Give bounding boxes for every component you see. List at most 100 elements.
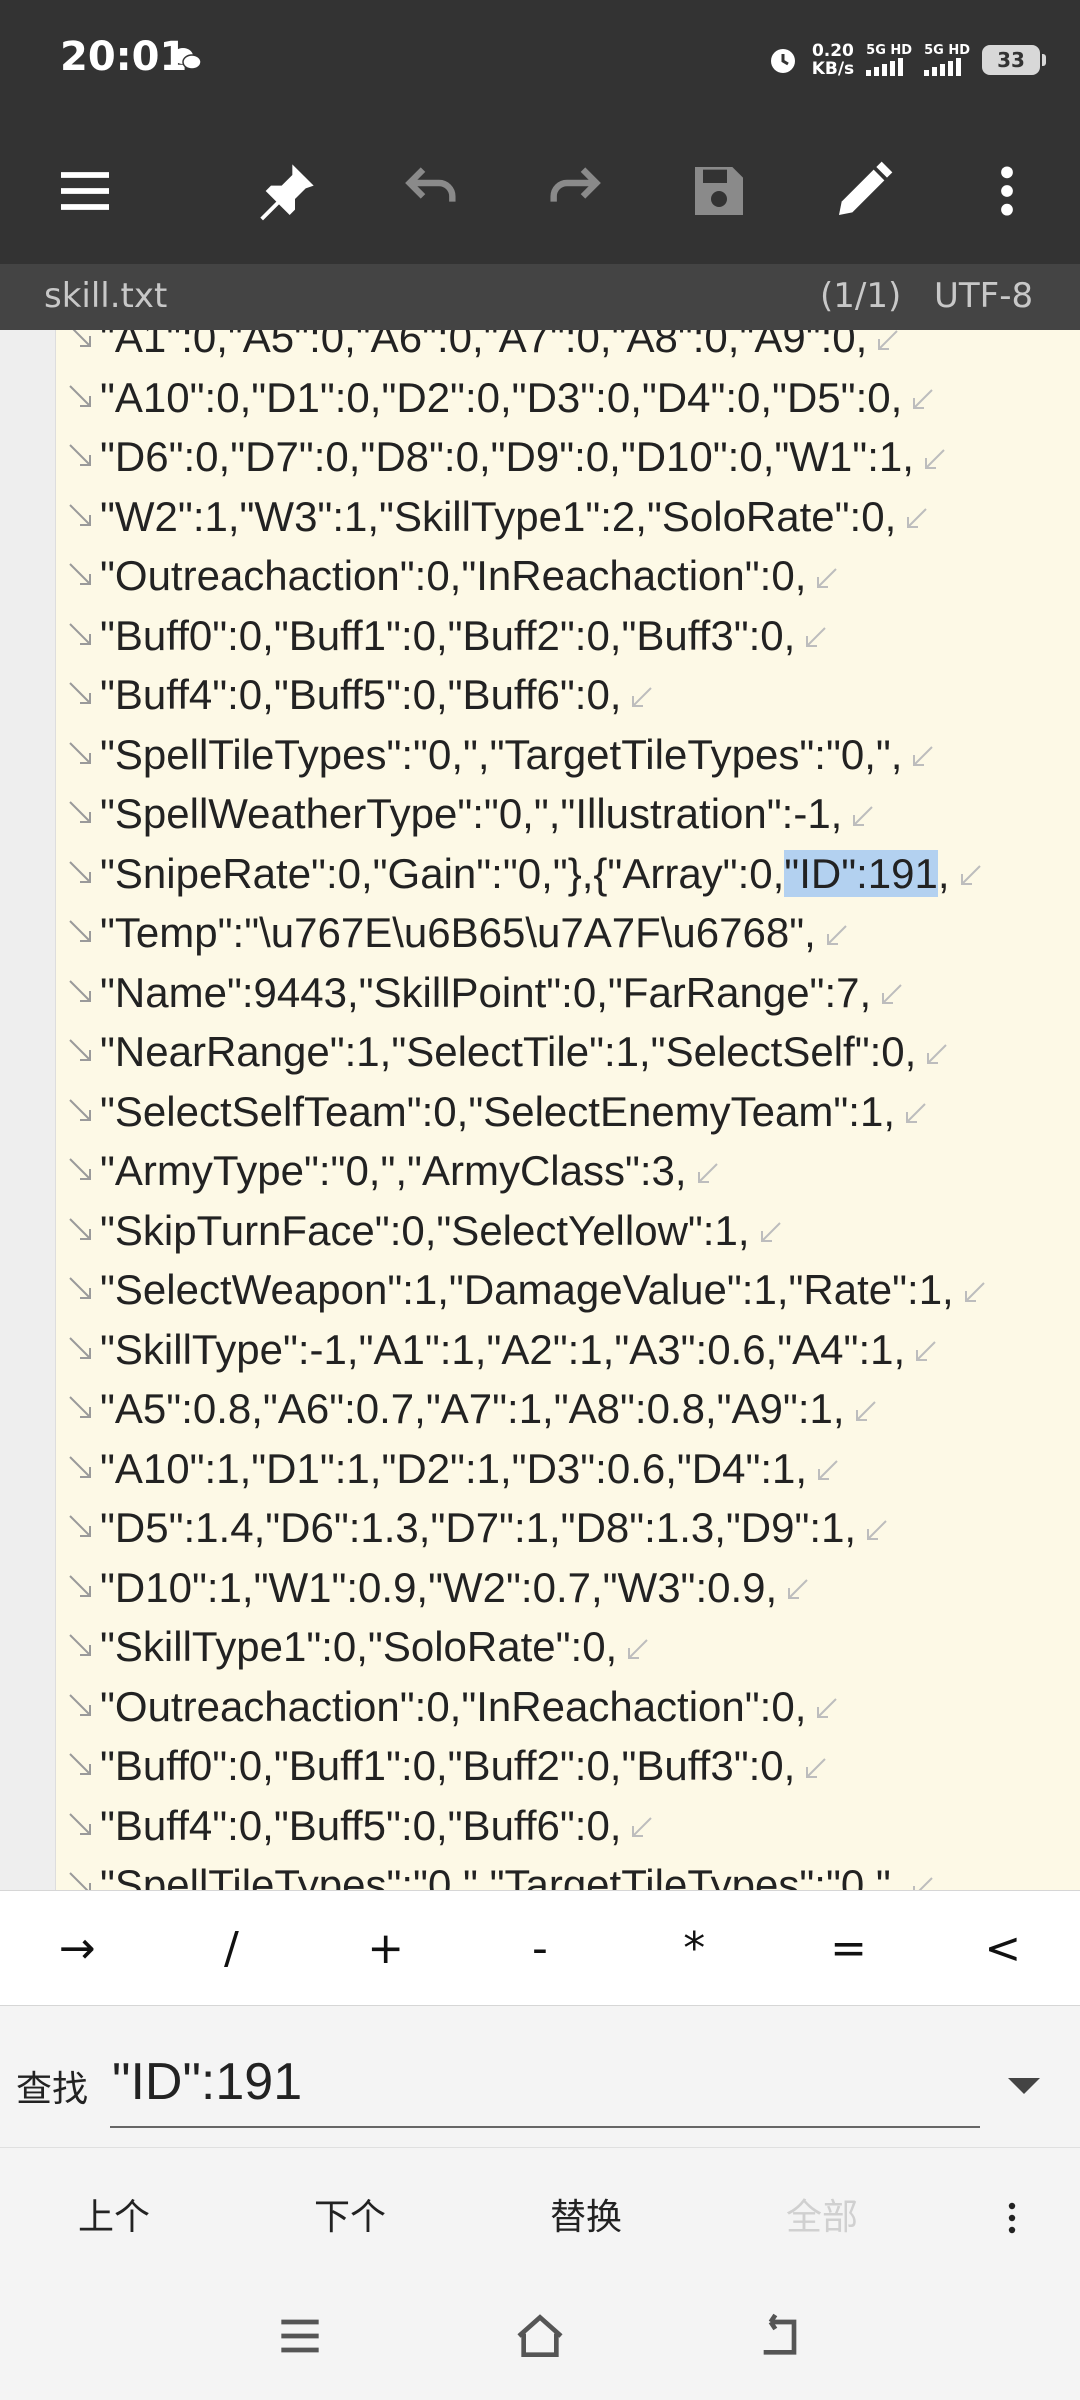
more-options-button[interactable] (962, 146, 1052, 236)
status-bar: 20:01 0.20 KB/s 5G HD 5G HD 33 (0, 0, 1080, 118)
wrap-arrow-icon (867, 1520, 887, 1540)
recent-apps-button[interactable] (260, 2301, 340, 2371)
find-prev-button[interactable]: 上个 (78, 2197, 151, 2238)
wrap-arrow-icon (632, 687, 653, 707)
wrap-continuation-icon (69, 1158, 91, 1180)
code-line-text: "SkillType1":0,"SoloRate":0, (100, 1619, 651, 1675)
wrap-arrow-icon (906, 1103, 926, 1124)
code-line[interactable]: "Buff4":0,"Buff5":0,"Buff6":0, (0, 1796, 1080, 1856)
code-line[interactable]: "Buff0":0,"Buff1":0,"Buff2":0,"Buff3":0, (0, 1736, 1080, 1796)
code-line[interactable]: "SkillType":-1,"A1":1,"A2":1,"A3":0.6,"A… (0, 1320, 1080, 1380)
more-vert-icon (1001, 166, 1013, 216)
code-line[interactable]: "A1":0,"A5":0,"A6":0,"A7":0,"A8":0,"A9":… (0, 330, 1080, 368)
code-line[interactable]: "NearRange":1,"SelectTile":1,"SelectSelf… (0, 1022, 1080, 1082)
wechat-icon (173, 48, 202, 70)
wrap-continuation-icon (69, 1277, 91, 1299)
save-button[interactable] (674, 146, 764, 236)
wrap-arrow-icon (878, 330, 899, 350)
signal-bars-icon (866, 58, 904, 76)
find-input[interactable] (110, 2038, 980, 2128)
wrap-continuation-icon (69, 979, 91, 1002)
code-line[interactable]: "A10":0,"D1":0,"D2":0,"D3":0,"D4":0,"D5"… (0, 368, 1080, 428)
code-line[interactable]: "SpellTileTypes":"0,","TargetTileTypes":… (0, 1855, 1080, 1890)
replace-all-button[interactable]: 全部 (786, 2197, 859, 2238)
undo-button[interactable] (386, 146, 476, 236)
redo-button[interactable] (530, 146, 620, 236)
text-editor[interactable]: "A1":0,"A5":0,"A6":0,"A7":0,"A8":0,"A9":… (0, 330, 1080, 1890)
wrap-arrow-icon (817, 1698, 838, 1719)
code-line[interactable]: "SelectSelfTeam":0,"SelectEnemyTeam":1, (0, 1082, 1080, 1142)
code-line[interactable]: "Outreachaction":0,"InReachaction":0, (0, 546, 1080, 606)
code-line-text: "W2":1,"W3":1,"SkillType1":2,"SoloRate":… (100, 489, 930, 545)
sim1-signal: 5G HD (866, 44, 912, 76)
menu-button[interactable] (40, 146, 130, 236)
symbol-key[interactable]: → (58, 1922, 96, 1974)
file-encoding[interactable]: UTF-8 (934, 276, 1034, 316)
search-match-highlight: "ID":191 (784, 849, 938, 897)
home-icon (517, 2314, 563, 2357)
code-line-text: "NearRange":1,"SelectTile":1,"SelectSelf… (100, 1024, 950, 1080)
code-line[interactable]: "SkillType1":0,"SoloRate":0, (0, 1617, 1080, 1677)
code-line-text: "SpellWeatherType":"0,","Illustration":-… (100, 786, 876, 842)
symbol-key[interactable]: - (532, 1922, 548, 1974)
code-line-text: "Buff0":0,"Buff1":0,"Buff2":0,"Buff3":0, (100, 1738, 829, 1794)
code-line[interactable]: "SpellTileTypes":"0,","TargetTileTypes":… (0, 725, 1080, 785)
editor-toolbar (0, 118, 1080, 264)
replace-button[interactable]: 替换 (550, 2197, 623, 2238)
more-vert-icon[interactable] (1000, 2198, 1024, 2238)
edit-button[interactable] (818, 146, 908, 236)
code-line-text: "ArmyType":"0,","ArmyClass":3, (100, 1143, 721, 1199)
editor-gutter (0, 330, 56, 1890)
symbol-key[interactable]: + (367, 1922, 405, 1974)
code-line[interactable]: "SkipTurnFace":0,"SelectYellow":1, (0, 1201, 1080, 1261)
wrap-continuation-icon (69, 1634, 91, 1656)
code-line-text: "Name":9443,"SkillPoint":0,"FarRange":7, (100, 965, 905, 1021)
wrap-continuation-icon (69, 1872, 91, 1890)
pin-button[interactable] (242, 146, 332, 236)
code-line[interactable]: "Temp":"\u767E\u6B65\u7A7F\u6768", (0, 903, 1080, 963)
wrap-arrow-icon (960, 865, 981, 886)
wrap-continuation-icon (69, 1396, 91, 1418)
code-line[interactable]: "SelectWeapon":1,"DamageValue":1,"Rate":… (0, 1260, 1080, 1320)
code-line[interactable]: "D10":1,"W1":0.9,"W2":0.7,"W3":0.9, (0, 1558, 1080, 1618)
code-line[interactable]: "W2":1,"W3":1,"SkillType1":2,"SoloRate":… (0, 487, 1080, 547)
code-line[interactable]: "A5":0.8,"A6":0.7,"A7":1,"A8":0.8,"A9":1… (0, 1379, 1080, 1439)
status-indicators: 0.20 KB/s 5G HD 5G HD 33 (766, 38, 1046, 82)
code-line[interactable]: "D5":1.4,"D6":1.3,"D7":1,"D8":1.3,"D9":1… (0, 1498, 1080, 1558)
symbol-toolbar: → / + - * = < (0, 1890, 1080, 2005)
wrap-arrow-icon (826, 925, 847, 945)
code-line-text: "D10":1,"W1":0.9,"W2":0.7,"W3":0.9, (100, 1560, 811, 1616)
wrap-continuation-icon (69, 503, 91, 526)
dropdown-arrow-icon[interactable] (1004, 2072, 1044, 2100)
symbol-key[interactable]: < (984, 1922, 1022, 1974)
code-line[interactable]: "A10":1,"D1":1,"D2":1,"D3":0.6,"D4":1, (0, 1439, 1080, 1499)
code-line[interactable]: "SpellWeatherType":"0,","Illustration":-… (0, 784, 1080, 844)
code-line[interactable]: "Buff4":0,"Buff5":0,"Buff6":0, (0, 665, 1080, 725)
back-icon (763, 2313, 797, 2355)
symbol-key[interactable]: * (683, 1922, 706, 1974)
code-line-text: "Outreachaction":0,"InReachaction":0, (100, 1679, 840, 1735)
find-next-button[interactable]: 下个 (314, 2197, 387, 2238)
symbol-key[interactable]: / (224, 1922, 239, 1974)
symbol-key[interactable]: = (830, 1922, 867, 1974)
back-button[interactable] (740, 2301, 820, 2371)
code-lines[interactable]: "A1":0,"A5":0,"A6":0,"A7":0,"A8":0,"A9":… (0, 330, 1080, 1890)
code-line[interactable]: "D6":0,"D7":0,"D8":0,"D9":0,"D10":0,"W1"… (0, 427, 1080, 487)
wrap-arrow-icon (924, 449, 945, 469)
wrap-arrow-icon (882, 984, 902, 1005)
code-line[interactable]: "Buff0":0,"Buff1":0,"Buff2":0,"Buff3":0, (0, 606, 1080, 666)
home-button[interactable] (500, 2301, 580, 2371)
code-line-text: "Buff4":0,"Buff5":0,"Buff6":0, (100, 667, 655, 723)
wrap-arrow-icon (628, 1639, 648, 1659)
redo-icon (550, 167, 601, 202)
code-line-text: "A1":0,"A5":0,"A6":0,"A7":0,"A8":0,"A9":… (100, 330, 901, 366)
code-line[interactable]: "Name":9443,"SkillPoint":0,"FarRange":7, (0, 963, 1080, 1023)
wrap-arrow-icon (913, 389, 933, 410)
code-line-text: "Temp":"\u767E\u6B65\u7A7F\u6768", (100, 905, 850, 961)
code-line[interactable]: "Outreachaction":0,"InReachaction":0, (0, 1677, 1080, 1737)
wrap-arrow-icon (853, 806, 874, 826)
pin-icon (260, 164, 314, 221)
undo-icon (405, 167, 456, 202)
code-line[interactable]: "SnipeRate":0,"Gain":"0,"},{"Array":0,"I… (0, 844, 1080, 904)
code-line[interactable]: "ArmyType":"0,","ArmyClass":3, (0, 1141, 1080, 1201)
